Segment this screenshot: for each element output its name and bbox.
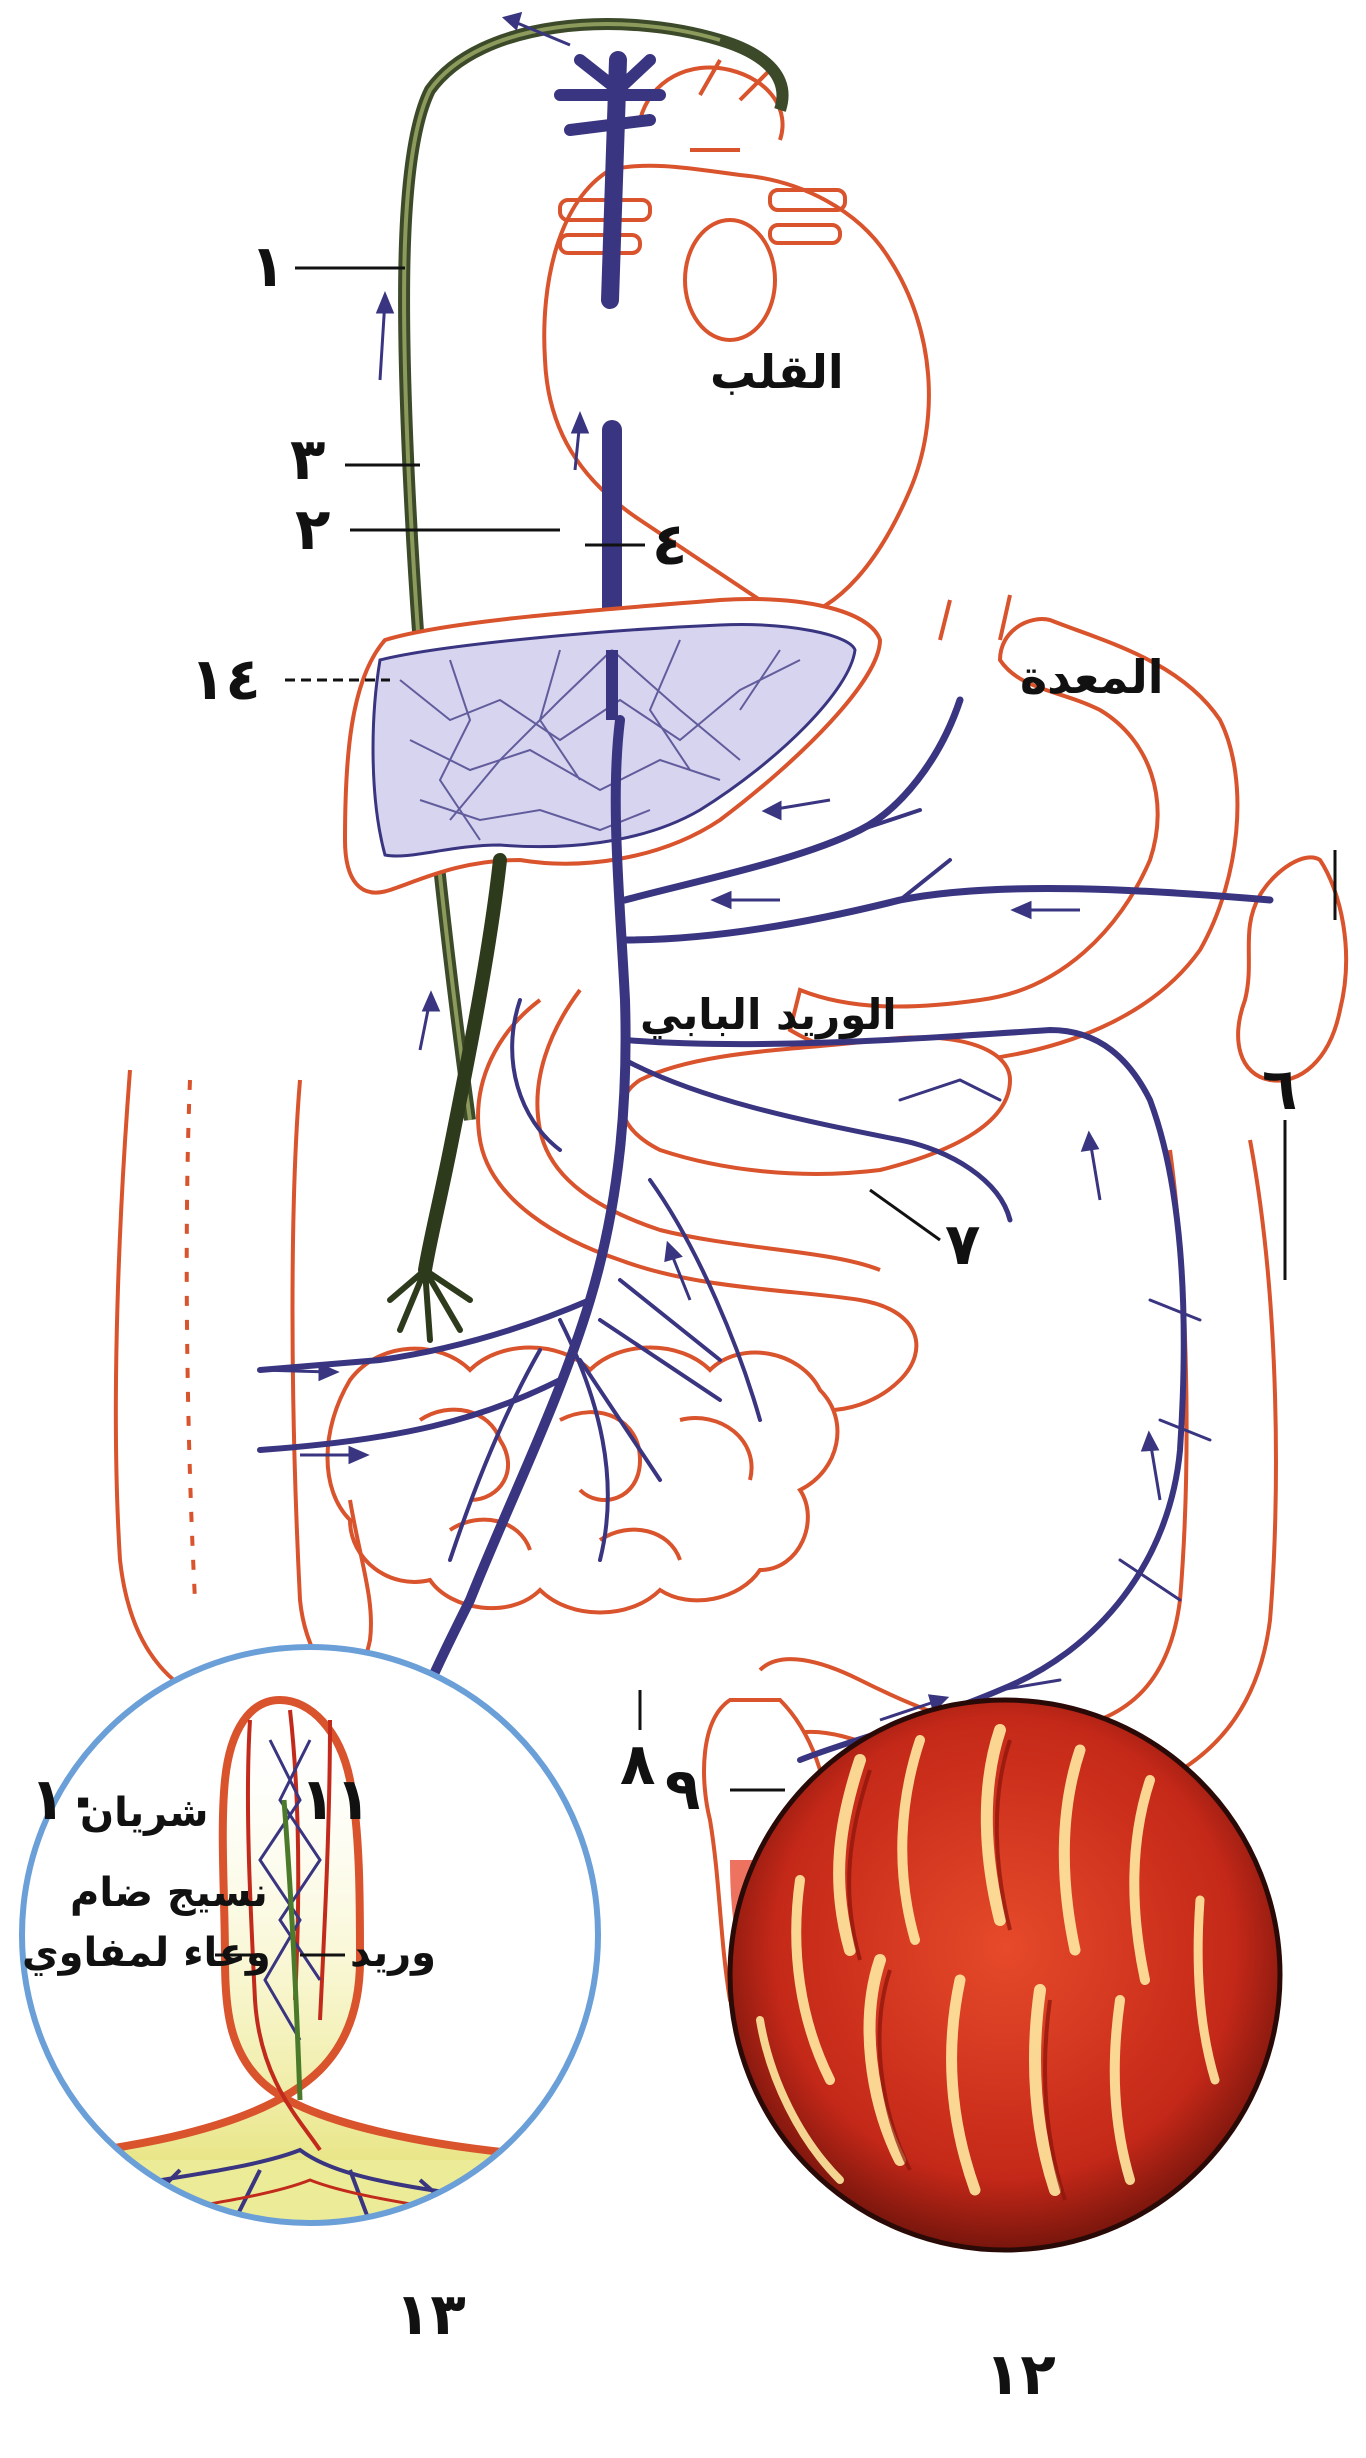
inset-label-connective-tissue: نسيج ضام <box>70 1870 268 1916</box>
vena-cava <box>560 60 660 650</box>
label-7: ٧ <box>945 1210 980 1278</box>
inset-label-vein: وريد <box>350 1930 436 1976</box>
villi-photo-inset <box>730 1700 1280 2250</box>
label-3: ٣ <box>290 425 325 493</box>
pancreas <box>623 1037 1010 1174</box>
label-2: ٢ <box>295 495 330 563</box>
label-1: ١ <box>250 232 285 300</box>
spleen <box>1238 857 1346 1080</box>
label-heart: القلب <box>710 345 844 399</box>
inset-label-artery: شريان <box>80 1790 208 1836</box>
label-8: ٨ <box>620 1730 655 1798</box>
heart <box>544 60 929 620</box>
label-stomach: المعدة <box>1020 650 1164 704</box>
label-4: ٤ <box>652 510 687 578</box>
ascending-colon <box>116 1070 371 1722</box>
label-6: ٦ <box>1262 1055 1297 1123</box>
label-12: ١٢ <box>985 2340 1056 2408</box>
small-intestine <box>328 1348 838 1613</box>
thoracic-duct <box>404 24 782 1120</box>
label-9: ٩ <box>665 1755 700 1823</box>
inset-label-lymph-vessel: وعاء لمفاوي <box>22 1930 271 1976</box>
label-14: ١٤ <box>190 645 261 713</box>
label-portal-vein: الوريد البابي <box>640 990 897 1039</box>
label-13: ١٣ <box>395 2280 466 2348</box>
label-11: ١١ <box>300 1765 371 1833</box>
